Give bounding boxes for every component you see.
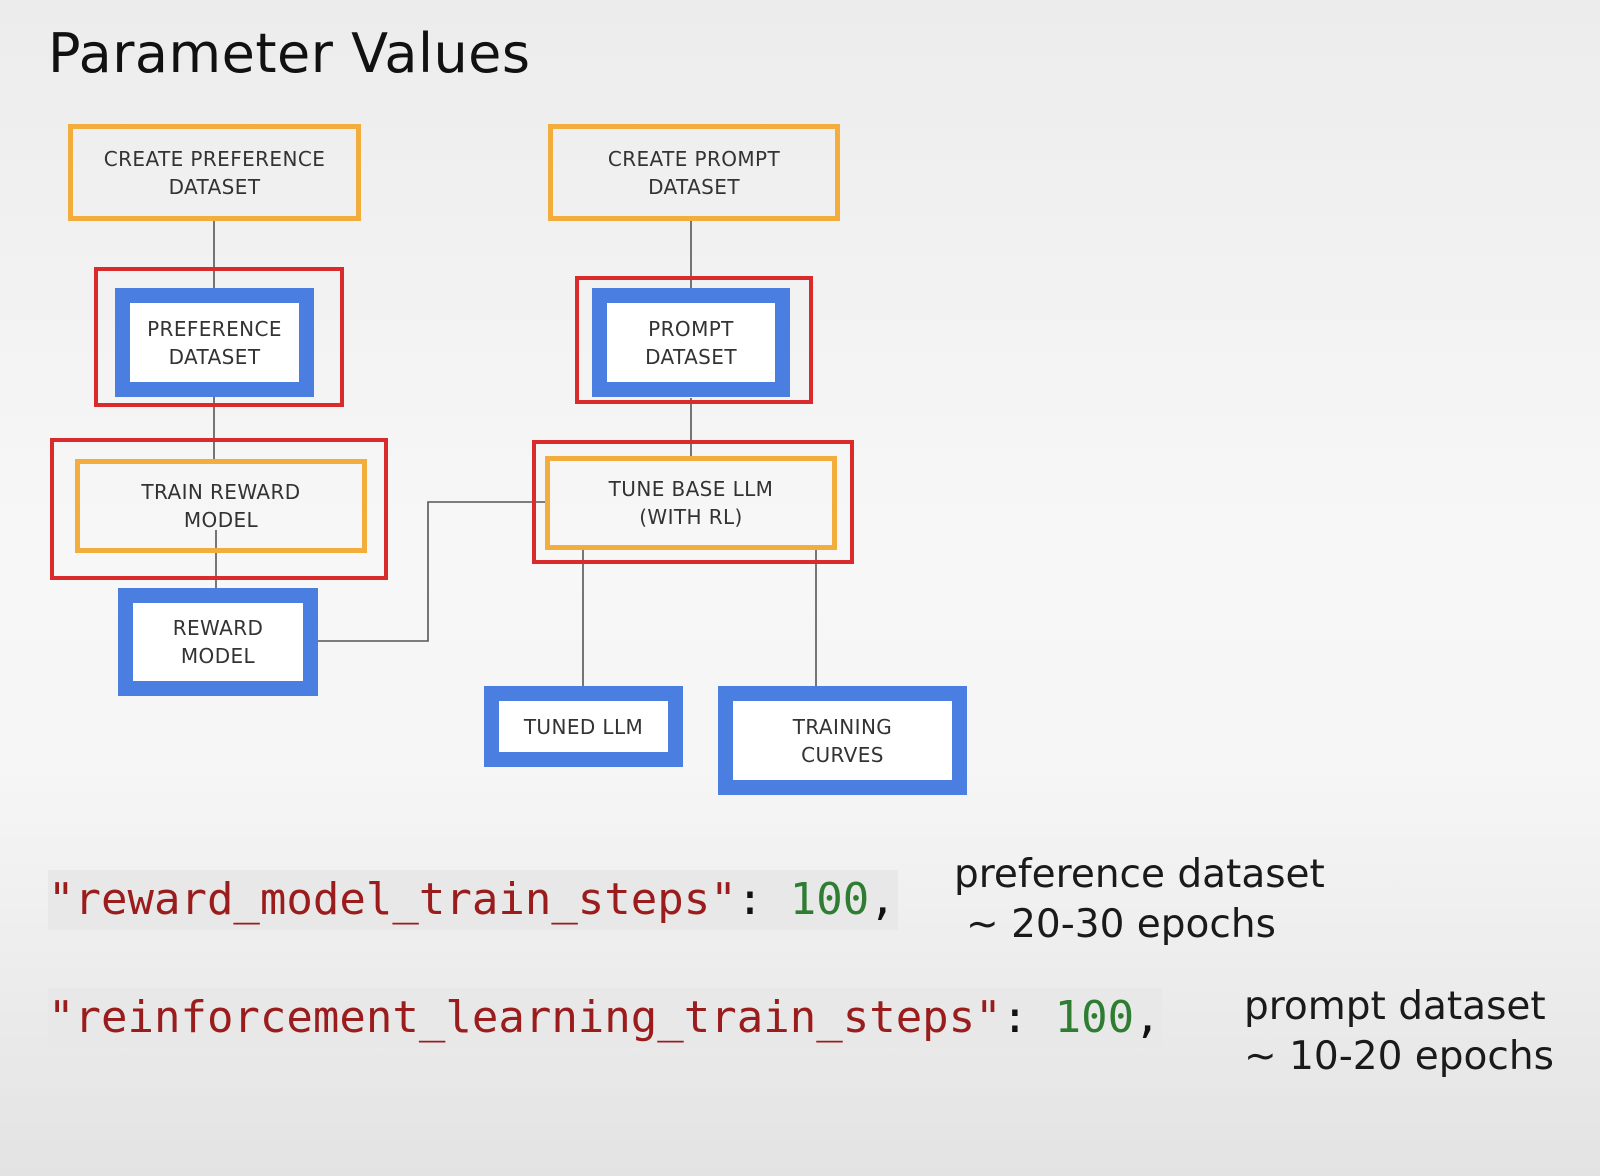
param-value: 100 [789, 874, 870, 925]
node-prompt-dataset: PROMPT DATASET [592, 288, 790, 397]
highlight-frame-train-reward-model [50, 438, 388, 580]
node-tune-base-llm: TUNE BASE LLM (WITH RL) [545, 456, 837, 550]
param-key: "reward_model_train_steps" [48, 874, 737, 925]
param-separator: : [736, 874, 790, 925]
node-training-curves: TRAINING CURVES [718, 686, 967, 795]
code-reinforcement-learning-train-steps: "reinforcement_learning_train_steps": 10… [48, 988, 1162, 1048]
node-train-reward-model: TRAIN REWARD MODEL [75, 459, 367, 553]
note-rl-steps: prompt dataset ~ 10-20 epochs [1244, 982, 1554, 1082]
note-title: prompt dataset [1244, 984, 1546, 1029]
node-reward-model: REWARD MODEL [118, 588, 318, 696]
param-trailing-comma: , [869, 874, 896, 925]
param-value: 100 [1054, 992, 1135, 1043]
note-epochs: ~ 10-20 epochs [1244, 1034, 1554, 1079]
node-create-prompt-dataset: CREATE PROMPT DATASET [548, 124, 840, 221]
node-create-preference-dataset: CREATE PREFERENCE DATASET [68, 124, 361, 221]
highlight-frame-prompt-dataset [575, 276, 813, 404]
highlight-frame-preference-dataset [94, 267, 344, 407]
param-key: "reinforcement_learning_train_steps" [48, 992, 1002, 1043]
note-title: preference dataset [954, 852, 1325, 897]
node-preference-dataset: PREFERENCE DATASET [115, 288, 314, 397]
page-title: Parameter Values [48, 22, 531, 85]
node-tuned-llm: TUNED LLM [484, 686, 683, 767]
edge-reward-to-tune [316, 501, 546, 642]
note-epochs: ~ 20-30 epochs [966, 902, 1276, 947]
highlight-frame-tune-base-llm [532, 440, 854, 564]
note-reward-model-steps: preference dataset ~ 20-30 epochs [954, 850, 1325, 950]
param-separator: : [1001, 992, 1055, 1043]
param-trailing-comma: , [1134, 992, 1161, 1043]
code-reward-model-train-steps: "reward_model_train_steps": 100, [48, 870, 898, 930]
